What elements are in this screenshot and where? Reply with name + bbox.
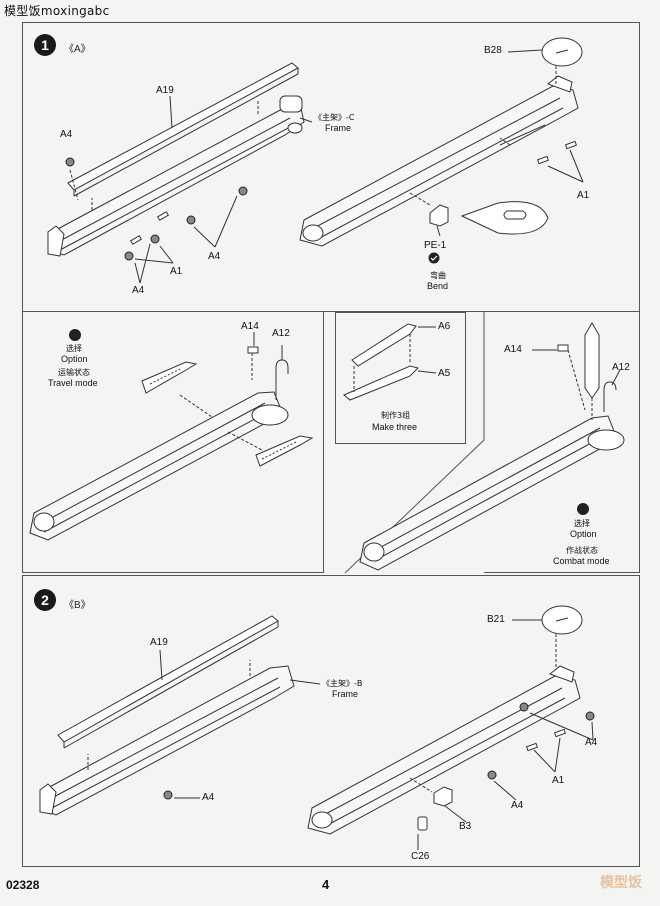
frame-c-en: Frame bbox=[325, 123, 352, 133]
frame-travel bbox=[29, 391, 289, 541]
frame-right-step2 bbox=[307, 665, 581, 835]
label-a14: A14 bbox=[241, 321, 259, 332]
option-en: Option bbox=[570, 529, 597, 539]
label-a4: A4 bbox=[60, 129, 73, 140]
frame-b-cn: 《主架》-B bbox=[322, 679, 363, 688]
travel-mode-en: Travel mode bbox=[48, 378, 98, 388]
label-a19: A19 bbox=[150, 637, 168, 648]
option-cn: 选择 bbox=[66, 344, 82, 353]
subassembly-a: 《A》 bbox=[64, 44, 91, 55]
spike-a6 bbox=[351, 323, 417, 367]
combat-mode-en: Combat mode bbox=[553, 556, 610, 566]
make-three-en: Make three bbox=[372, 422, 418, 432]
label-a4: A4 bbox=[208, 251, 221, 262]
subassembly-b: 《B》 bbox=[64, 600, 91, 611]
label-a4: A4 bbox=[511, 800, 524, 811]
step-number-1: 1 bbox=[34, 34, 56, 56]
label-a1: A1 bbox=[577, 190, 590, 201]
label-a14: A14 bbox=[504, 344, 522, 355]
frame-b-en: Frame bbox=[332, 689, 359, 699]
watermark-text: 模型饭moxingabc bbox=[4, 4, 110, 18]
site-logo: 模型饭 bbox=[600, 875, 642, 891]
label-a1: A1 bbox=[552, 775, 565, 786]
spike-lower-travel bbox=[255, 435, 314, 467]
label-a1: A1 bbox=[170, 266, 183, 277]
label-b28: B28 bbox=[484, 45, 502, 56]
make-three-panel bbox=[335, 312, 466, 444]
label-a6: A6 bbox=[438, 321, 451, 332]
make-three-cn: 制作3组 bbox=[381, 411, 411, 420]
step-number-2: 2 bbox=[34, 589, 56, 611]
page-number: 4 bbox=[322, 877, 330, 892]
frame-c-cn: 《主架》-C bbox=[314, 113, 355, 122]
option-cn: 选择 bbox=[574, 519, 590, 528]
combat-mode-cn: 作战状态 bbox=[566, 546, 598, 555]
label-a12: A12 bbox=[272, 328, 290, 339]
label-a4: A4 bbox=[132, 285, 145, 296]
travel-panel bbox=[22, 311, 324, 573]
label-a4: A4 bbox=[585, 737, 598, 748]
step2-panel bbox=[22, 575, 640, 867]
option-en: Option bbox=[61, 354, 88, 364]
label-c26: C26 bbox=[411, 851, 430, 862]
label-b3: B3 bbox=[459, 821, 472, 832]
label-b21: B21 bbox=[487, 614, 505, 625]
label-a4: A4 bbox=[202, 792, 215, 803]
spike-a5 bbox=[343, 365, 419, 401]
spike-vertical-combat bbox=[584, 322, 600, 399]
label-a5: A5 bbox=[438, 368, 451, 379]
label-a19: A19 bbox=[156, 85, 174, 96]
rail-a19-step1 bbox=[67, 62, 299, 197]
rail-a19-step2 bbox=[57, 615, 279, 749]
label-pe1: PE-1 bbox=[424, 240, 447, 251]
label-a12: A12 bbox=[612, 362, 630, 373]
frame-left-step2 bbox=[39, 665, 295, 816]
combat-panel bbox=[484, 311, 640, 573]
bend-cn: 弯曲 bbox=[430, 271, 446, 280]
spike-upper-travel bbox=[141, 361, 198, 394]
frame-left-step1 bbox=[47, 95, 305, 257]
bend-en: Bend bbox=[427, 281, 449, 291]
frame-right-step1 bbox=[299, 75, 579, 247]
frame-combat bbox=[359, 415, 625, 571]
step1-panel bbox=[22, 22, 640, 312]
travel-mode-cn: 运输状态 bbox=[58, 368, 90, 377]
kit-number: 02328 bbox=[6, 878, 40, 892]
